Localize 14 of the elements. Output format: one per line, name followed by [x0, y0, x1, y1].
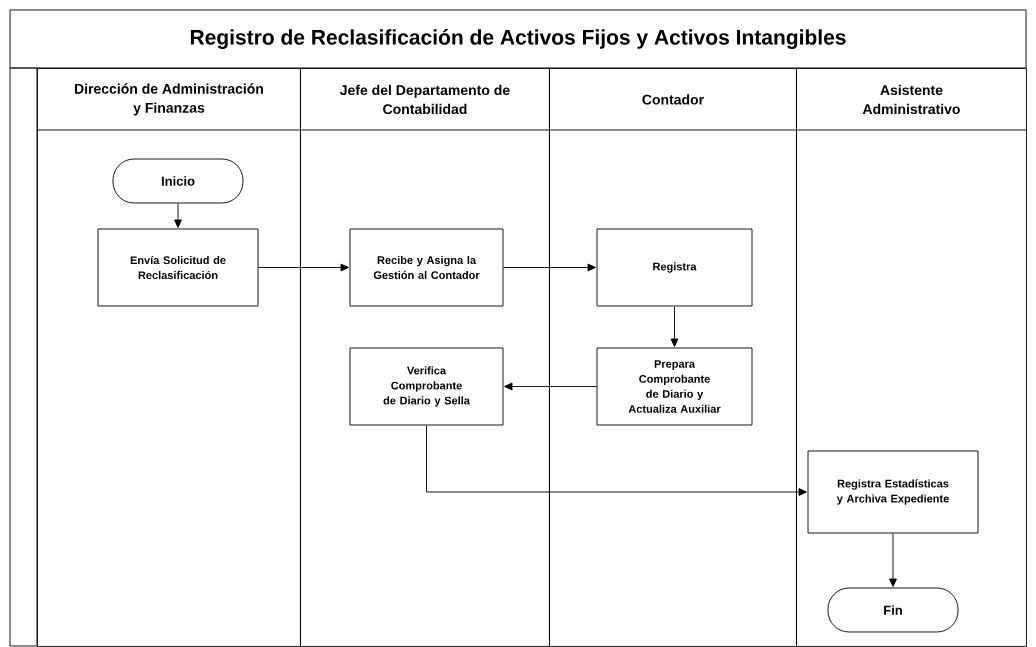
title-bar: Registro de Reclasificación de Activos Fijos y Activos Intangibles [9, 9, 1027, 69]
arrow [174, 203, 182, 228]
process-box: Registra Estadísticas y Archiva Expediente [807, 450, 979, 534]
process-box: Registra [596, 228, 753, 307]
arrow [504, 382, 597, 391]
process-box: Verifica Comprobante de Diario y Sella [349, 347, 504, 426]
process-box: Recibe y Asigna la Gestión al Contador [349, 228, 504, 307]
arrow [670, 306, 679, 347]
process-box: Envía Solicitud de Reclasificación [97, 228, 259, 307]
arrow [889, 533, 897, 587]
arrow [426, 425, 807, 496]
arrow [258, 263, 349, 272]
arrow [503, 263, 596, 272]
process-box: Prepara Comprobante de Diario y Actualiza Auxiliar [596, 347, 753, 426]
